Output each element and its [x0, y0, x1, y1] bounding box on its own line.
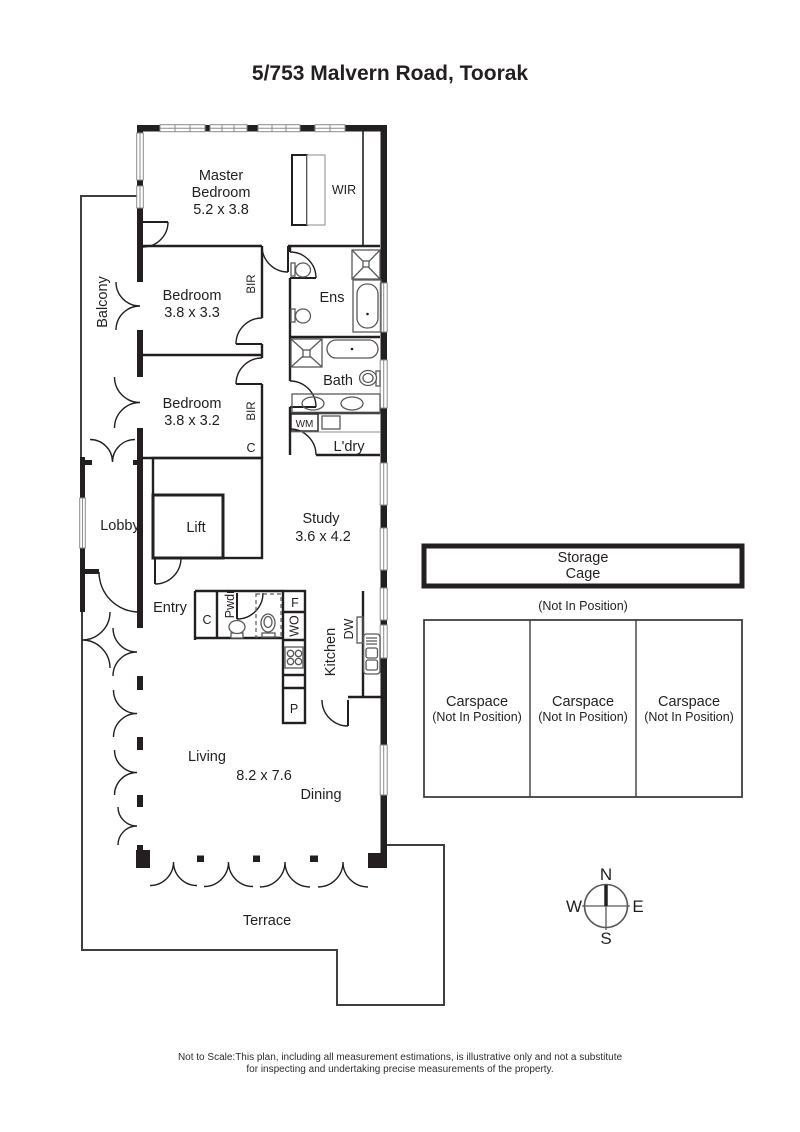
page-title: 5/753 Malvern Road, Toorak	[252, 62, 529, 85]
laundry-label: L'dry	[334, 439, 366, 455]
dishwasher-label: DW	[342, 618, 356, 639]
exterior-walls	[80, 125, 387, 868]
carspace1-label: Carspace	[446, 694, 508, 710]
compass-e: E	[632, 897, 643, 916]
bath-toilet	[358, 369, 378, 387]
entry-label: Entry	[153, 600, 188, 616]
bathtub	[326, 339, 379, 359]
lift-label: Lift	[186, 520, 205, 536]
pwdr-basin	[228, 619, 246, 635]
laundry-trough	[321, 415, 341, 430]
bedroom1-label: Bedroom	[163, 288, 222, 304]
pwdr-label: Pwdr	[223, 590, 237, 618]
bath-shower	[290, 338, 323, 368]
cupboard2-label: C	[246, 441, 255, 455]
compass: N S W E	[566, 865, 644, 948]
study-dims: 3.6 x 4.2	[295, 529, 351, 545]
ensuite-bathtub	[356, 283, 379, 329]
wm-label: WM	[296, 419, 314, 430]
bedroom2-dims: 3.8 x 3.2	[164, 413, 220, 429]
ensuite-shower	[351, 249, 381, 280]
kitchen-label: Kitchen	[323, 628, 339, 676]
master-bedroom-label2: Bedroom	[192, 185, 251, 201]
carspaces: Carspace (Not In Position) Carspace (Not…	[423, 619, 743, 798]
ensuite-label: Ens	[320, 290, 345, 306]
windows	[79, 124, 388, 796]
carspace2-note: (Not In Position)	[538, 710, 628, 724]
master-bedroom-dims: 5.2 x 3.8	[193, 202, 249, 218]
dishwasher-unit	[356, 616, 364, 644]
kitchen-sink	[362, 633, 381, 675]
cupboard1-label: C	[202, 613, 211, 627]
fridge-label: F	[291, 596, 299, 610]
storage-cage-note: (Not In Position)	[538, 599, 628, 613]
bedroom2-label: Bedroom	[163, 396, 222, 412]
bir2-label: BIR	[246, 401, 258, 420]
compass-s: S	[600, 929, 611, 948]
storage-cage: Storage Cage (Not In Position)	[421, 543, 745, 613]
disclaimer: Not to Scale:This plan, including all me…	[178, 1052, 623, 1075]
wall-oven-label: WO	[288, 615, 302, 637]
bir1-label: BIR	[246, 274, 258, 293]
carspace2-label: Carspace	[552, 694, 614, 710]
bedroom1-dims: 3.8 x 3.3	[164, 305, 220, 321]
bath-vanity	[291, 393, 381, 414]
interior-walls	[143, 128, 382, 725]
lift-shaft	[151, 456, 264, 560]
carspace3-label: Carspace	[658, 694, 720, 710]
doors	[81, 221, 369, 888]
pantry-label: P	[290, 702, 298, 716]
dining-label: Dining	[300, 787, 341, 803]
fixtures	[228, 154, 382, 675]
disclaimer-line2: for inspecting and undertaking precise m…	[246, 1064, 553, 1075]
terrace-label: Terrace	[243, 913, 291, 929]
ensuite-bidet	[294, 308, 312, 324]
lobby-label: Lobby	[100, 518, 140, 534]
carspace3-note: (Not In Position)	[644, 710, 734, 724]
ensuite-toilet	[294, 262, 312, 278]
carspace1-note: (Not In Position)	[432, 710, 522, 724]
washing-machine	[290, 413, 319, 432]
lift-car	[151, 493, 225, 560]
study-label: Study	[302, 511, 340, 527]
balcony-label: Balcony	[95, 275, 111, 327]
cooktop	[284, 646, 304, 669]
disclaimer-line1: Not to Scale:This plan, including all me…	[178, 1052, 623, 1063]
storage-cage-label: Storage	[558, 550, 609, 566]
living-dining-dims: 8.2 x 7.6	[236, 768, 292, 784]
wir-label: WIR	[332, 183, 356, 197]
master-bedroom-label: Master	[199, 168, 243, 184]
balcony-outline	[80, 195, 143, 457]
bath-label: Bath	[323, 373, 353, 389]
living-label: Living	[188, 749, 226, 765]
compass-w: W	[566, 897, 582, 916]
compass-n: N	[600, 865, 612, 884]
wir-robe	[291, 154, 308, 226]
terrace-outline	[81, 612, 445, 1006]
storage-cage-label2: Cage	[566, 566, 601, 582]
room-labels: Master Bedroom 5.2 x 3.8 WIR Balcony Bed…	[95, 168, 365, 929]
